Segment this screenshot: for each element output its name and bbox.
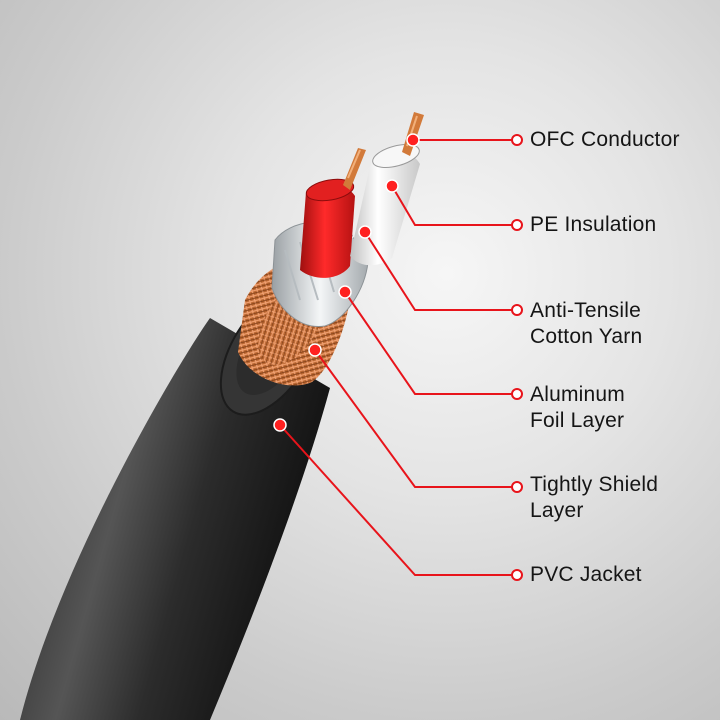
label-ring-ofc bbox=[511, 134, 523, 146]
label-pvc-jacket-line-1: PVC Jacket bbox=[530, 563, 642, 586]
label-ofc-conductor: OFC Conductor bbox=[530, 127, 680, 153]
label-anti-tensile-cotton-yarn: Anti-Tensile Cotton Yarn bbox=[530, 298, 642, 350]
label-aluminum-line-2: Foil Layer bbox=[530, 409, 625, 432]
label-aluminum-line-1: Aluminum bbox=[530, 383, 625, 406]
label-tightly-shield-layer: Tightly Shield Layer bbox=[530, 472, 658, 524]
callout-dot-yarn bbox=[358, 225, 372, 239]
label-ring-shield bbox=[511, 481, 523, 493]
label-ring-jacket bbox=[511, 569, 523, 581]
callout-dot-pe bbox=[385, 179, 399, 193]
label-anti-tensile-line-1: Anti-Tensile bbox=[530, 299, 641, 322]
callout-dot-jacket bbox=[273, 418, 287, 432]
callout-dot-ofc bbox=[406, 133, 420, 147]
label-pe-insulation-line-1: PE Insulation bbox=[530, 213, 657, 236]
label-shield-line-2: Layer bbox=[530, 499, 584, 522]
callout-dot-foil bbox=[338, 285, 352, 299]
label-anti-tensile-line-2: Cotton Yarn bbox=[530, 325, 643, 348]
label-aluminum-foil-layer: Aluminum Foil Layer bbox=[530, 382, 625, 434]
label-pe-insulation: PE Insulation bbox=[530, 212, 656, 238]
callout-dot-shield bbox=[308, 343, 322, 357]
label-ring-pe bbox=[511, 219, 523, 231]
label-pvc-jacket: PVC Jacket bbox=[530, 562, 642, 588]
label-ofc-conductor-line-1: OFC Conductor bbox=[530, 128, 680, 151]
label-ring-foil bbox=[511, 388, 523, 400]
label-ring-yarn bbox=[511, 304, 523, 316]
label-shield-line-1: Tightly Shield bbox=[530, 473, 659, 496]
callout-dots bbox=[273, 133, 523, 581]
callout-lines bbox=[279, 139, 517, 576]
red-conductor bbox=[300, 148, 366, 278]
